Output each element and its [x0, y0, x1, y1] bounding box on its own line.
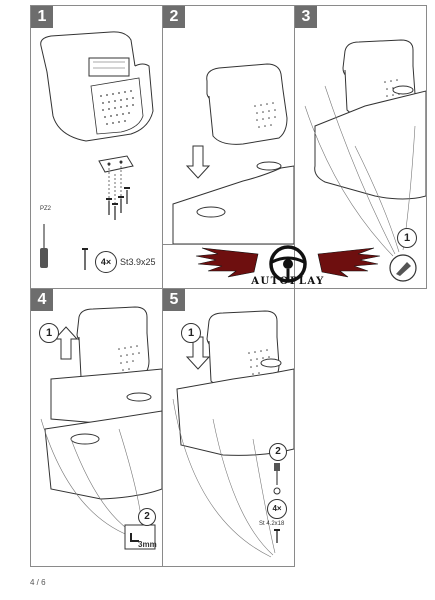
- step-4-callout-2: 2: [138, 508, 156, 526]
- step-5-callout-1: 1: [181, 323, 201, 343]
- winged-steering-wheel-icon: [195, 245, 381, 283]
- step-4-panel: 4 1 2 3mm: [30, 288, 163, 567]
- step-5-screw-spec: St 4.2x18: [259, 521, 285, 527]
- armrest-drawing-step2: [172, 63, 294, 244]
- allen-key-size: 3mm: [138, 540, 157, 549]
- step-5-quantity-badge: 4×: [267, 499, 287, 519]
- step-4-callout-1: 1: [39, 323, 59, 343]
- armrest-drawing-step1: [40, 31, 154, 270]
- page-number: 4 / 6: [30, 578, 46, 587]
- step-3-panel: 3 1: [294, 5, 427, 289]
- step-2-panel: 2: [162, 5, 295, 245]
- step-3-callout: 1: [397, 228, 417, 248]
- screw-spec-label: St3.9x25: [120, 257, 156, 267]
- step-1-panel: 1 PZ2 4× St3.9x2: [30, 5, 163, 289]
- armrest-drawing-step3: [304, 39, 426, 282]
- quantity-badge: 4×: [95, 251, 117, 273]
- step-1-number: 1: [31, 6, 53, 28]
- armrest-drawing-step5: [172, 310, 294, 558]
- step-4-number: 4: [31, 289, 53, 311]
- step-5-callout-2: 2: [269, 443, 287, 461]
- step-3-number: 3: [295, 6, 317, 28]
- armrest-drawing-step4: [40, 306, 162, 550]
- screwdriver-size-label: PZ2: [40, 206, 52, 212]
- step-5-number: 5: [163, 289, 185, 311]
- autoplay-logo: [188, 244, 388, 292]
- step-2-number: 2: [163, 6, 185, 28]
- logo-text: AUTOPLAY: [251, 276, 325, 287]
- step-5-panel: 5 1 2 4× St 4.2x18: [162, 288, 295, 567]
